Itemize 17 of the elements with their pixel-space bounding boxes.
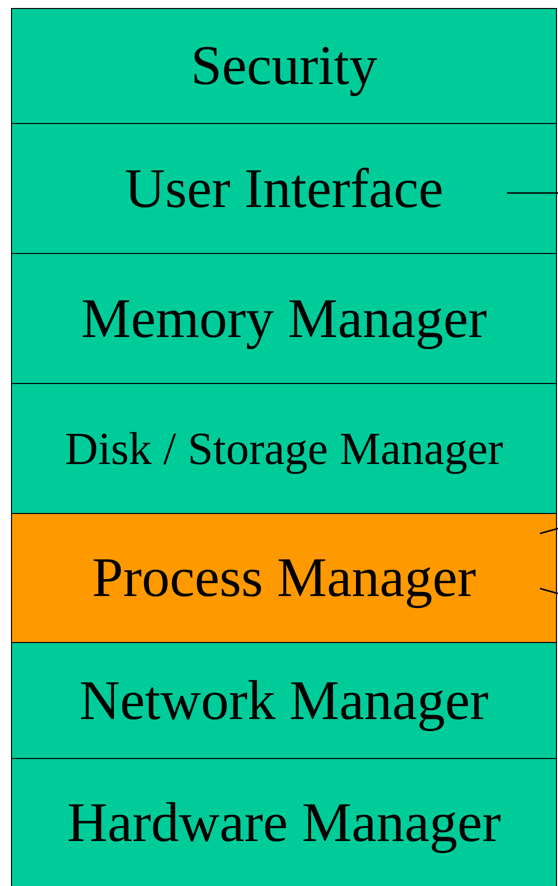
layer-box <box>11 383 557 514</box>
leader-line <box>507 192 558 194</box>
layer-box <box>11 253 557 384</box>
layer-box <box>11 513 557 644</box>
layer-label: Disk / Storage Manager <box>64 422 504 476</box>
layer-box <box>11 8 557 124</box>
leader-line <box>540 588 558 594</box>
layer-box <box>11 642 557 760</box>
layer-label: Process Manager <box>92 546 476 610</box>
layer-label: Security <box>190 34 378 98</box>
layer-box <box>11 758 557 886</box>
layer-box <box>11 123 557 254</box>
leader-line <box>540 528 558 534</box>
layer-label: Network Manager <box>80 668 488 733</box>
layer-label: Hardware Manager <box>67 790 501 855</box>
layer-label: User Interface <box>124 156 444 221</box>
layer-label: Memory Manager <box>81 286 487 351</box>
